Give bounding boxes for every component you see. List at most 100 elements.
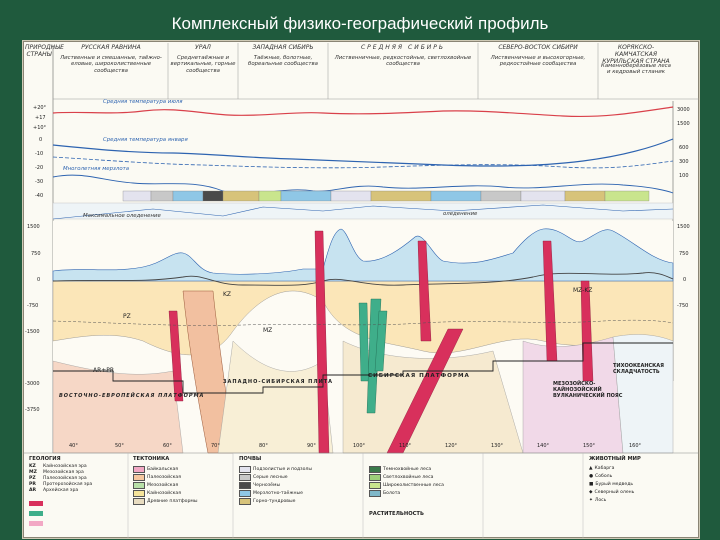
temp-tick-6: -30 <box>35 179 44 185</box>
moho-dashed-line <box>52 319 674 326</box>
legend-soils-item: Мерзлотно-таёжные <box>239 490 303 497</box>
legend-vegetation-item: Темнохвойные леса <box>369 466 431 473</box>
right-top-tick-1500: 1500 <box>677 121 690 127</box>
legend-tectonics-item: Кайнозойская <box>133 490 181 497</box>
topography-fill <box>52 228 674 282</box>
left-axis-tick-0: 0 <box>37 277 41 283</box>
soil-band <box>122 190 650 202</box>
longitude-100: 100° <box>353 443 366 449</box>
left-axis-tick-minus3000: -3000 <box>25 381 40 387</box>
legend-animals-item: ✦Лось <box>589 498 607 503</box>
frame <box>23 41 699 538</box>
permafrost-label: Многолетняя мерзлота <box>63 166 130 172</box>
region-russian-plain: РУССКАЯ РАВНИНА <box>81 44 141 51</box>
legend-animals-item: ●Соболь <box>589 474 613 479</box>
right-top-tick-300: 300 <box>679 159 689 165</box>
right-axis-tick-750: 750 <box>679 251 689 257</box>
animal-icon: ◆ <box>589 490 593 495</box>
january-temperature-curve <box>52 138 674 167</box>
left-axis-tick-750: 750 <box>31 251 41 257</box>
legend-vegetation-item: Болота <box>369 490 400 497</box>
legend-separators <box>127 453 584 538</box>
region-koryak-kamchatka-desc: Каменноберёзовые леса и кедровый стланик <box>601 63 671 76</box>
green-intrusions <box>358 298 388 414</box>
legend-tectonics-item: Мезозойская <box>133 482 178 489</box>
temp-tick-0: +20° <box>33 105 47 111</box>
region-central-siberia-desc: Лиственничные, редкостойные, светлохвойн… <box>334 55 472 68</box>
legend-animals-item: ■Бурый медведь <box>589 482 634 487</box>
legend-tectonics-item: Палеозойская <box>133 474 181 481</box>
region-koryak-kamchatka: КОРЯКСКО-КАМЧАТСКАЯ КУРИЛЬСКАЯ СТРАНА <box>602 44 670 65</box>
july-temperature-curve <box>52 106 674 118</box>
legend-soils-item: Горно-тундровые <box>239 498 295 505</box>
longitude-70: 70° <box>211 443 220 449</box>
longitude-90: 90° <box>307 443 316 449</box>
stratum-kz: KZ <box>223 291 232 298</box>
january-curve-label: Средняя температура января <box>103 137 188 143</box>
pacific-fold <box>612 334 674 454</box>
region-separators <box>167 43 599 99</box>
crust-step-line <box>53 342 673 394</box>
region-west-siberia-desc: Таёжные, болотные, бореальные сообщества <box>248 55 318 68</box>
glaciation-band <box>52 202 674 220</box>
longitude-110: 110° <box>399 443 412 449</box>
physio-geographic-profile: ПРИРОДНЫЕ СТРАНЫ РУССКАЯ РАВНИНА Листвен… <box>22 40 700 539</box>
legend-soils-item: Серые лесные <box>239 474 288 481</box>
glaciation-line <box>52 204 674 220</box>
legend-animals-item: ◆Северный олень <box>589 490 635 495</box>
glaciation-max-label: Максимальное оледенение <box>83 213 161 219</box>
temp-tick-1: +17 <box>35 115 46 121</box>
left-basement <box>52 360 184 454</box>
longitude-120: 120° <box>445 443 458 449</box>
left-axis-tick-minus1500: -1500 <box>25 329 40 335</box>
left-axis-tick-minus3750: -3750 <box>25 407 40 413</box>
legend-tectonics-item: Байкальская <box>133 466 178 473</box>
longitude-130: 130° <box>491 443 504 449</box>
longitude-80: 80° <box>259 443 268 449</box>
right-top-tick-100: 100 <box>679 173 689 179</box>
animal-icon: ● <box>589 474 594 479</box>
left-header: ПРИРОДНЫЕ СТРАНЫ <box>25 44 64 58</box>
animal-icon: ■ <box>589 482 594 487</box>
legend-soils-item: Подзолистые и подзолы <box>239 466 312 473</box>
longitude-160: 160° <box>629 443 642 449</box>
stratum-mz-kz: MZ-KZ <box>573 287 593 294</box>
region-northeast-siberia: СЕВЕРО-ВОСТОК СИБИРИ <box>498 44 578 51</box>
july-curve-label: Средняя температура июля <box>103 99 183 105</box>
glaciation-label: оледенение <box>443 211 478 217</box>
stratum-ar-pr: AR+PR <box>93 367 115 374</box>
right-axis-tick-1500: 1500 <box>677 224 690 230</box>
legend-animals-title: ЖИВОТНЫЙ МИР <box>589 456 641 462</box>
region-ural-desc: Среднетаёжные и вертикальные, горные соо… <box>170 55 236 74</box>
longitude-60: 60° <box>163 443 172 449</box>
region-central-siberia: СРЕДНЯЯ СИБИРЬ <box>360 44 446 51</box>
legend-vegetation-item: Светлохвойные леса <box>369 474 433 481</box>
mean-annual-curve <box>52 156 674 169</box>
right-axis-tick-minus750: -750 <box>677 303 689 309</box>
longitude-50: 50° <box>115 443 124 449</box>
legend-animals-item: ▲Кабарга <box>589 466 615 471</box>
legend-tectonics-item: Древние платформы <box>133 498 198 505</box>
longitude-150: 150° <box>583 443 596 449</box>
east-european-platform-label: ВОСТОЧНО-ЕВРОПЕЙСКАЯ ПЛАТФОРМА <box>59 393 205 399</box>
left-axis-tick-minus750: -750 <box>27 303 39 309</box>
legend-vegetation-item: Широколиственные леса <box>369 482 444 489</box>
region-west-siberia: ЗАПАДНАЯ СИБИРЬ <box>252 44 314 51</box>
animal-icon: ✦ <box>589 498 593 503</box>
legend-soils-title: ПОЧВЫ <box>239 456 262 462</box>
temp-tick-3: 0 <box>39 137 43 143</box>
right-top-tick-3000: 3000 <box>677 107 690 113</box>
slide-title: Комплексный физико-географический профил… <box>171 14 549 33</box>
pacific-fold-label: ТИХООКЕАНСКАЯ СКЛАДЧАТОСТЬ <box>613 363 664 375</box>
legend-tectonics-title: ТЕКТОНИКА <box>133 456 170 462</box>
legend-vegetation-title: РАСТИТЕЛЬНОСТЬ <box>369 511 424 517</box>
temp-tick-5: -20 <box>35 165 44 171</box>
west-siberian-plate-label: ЗАПАДНО-СИБИРСКАЯ ПЛИТА <box>223 379 333 385</box>
siberian-platform-label: СИБИРСКАЯ ПЛАТФОРМА <box>368 373 470 379</box>
region-ural: УРАЛ <box>195 44 211 51</box>
region-russian-plain-desc: Лиственные и смешанные, таёжно-еловые, ш… <box>60 55 162 74</box>
stratum-pz: PZ <box>123 313 131 320</box>
red-intrusions <box>168 230 594 454</box>
